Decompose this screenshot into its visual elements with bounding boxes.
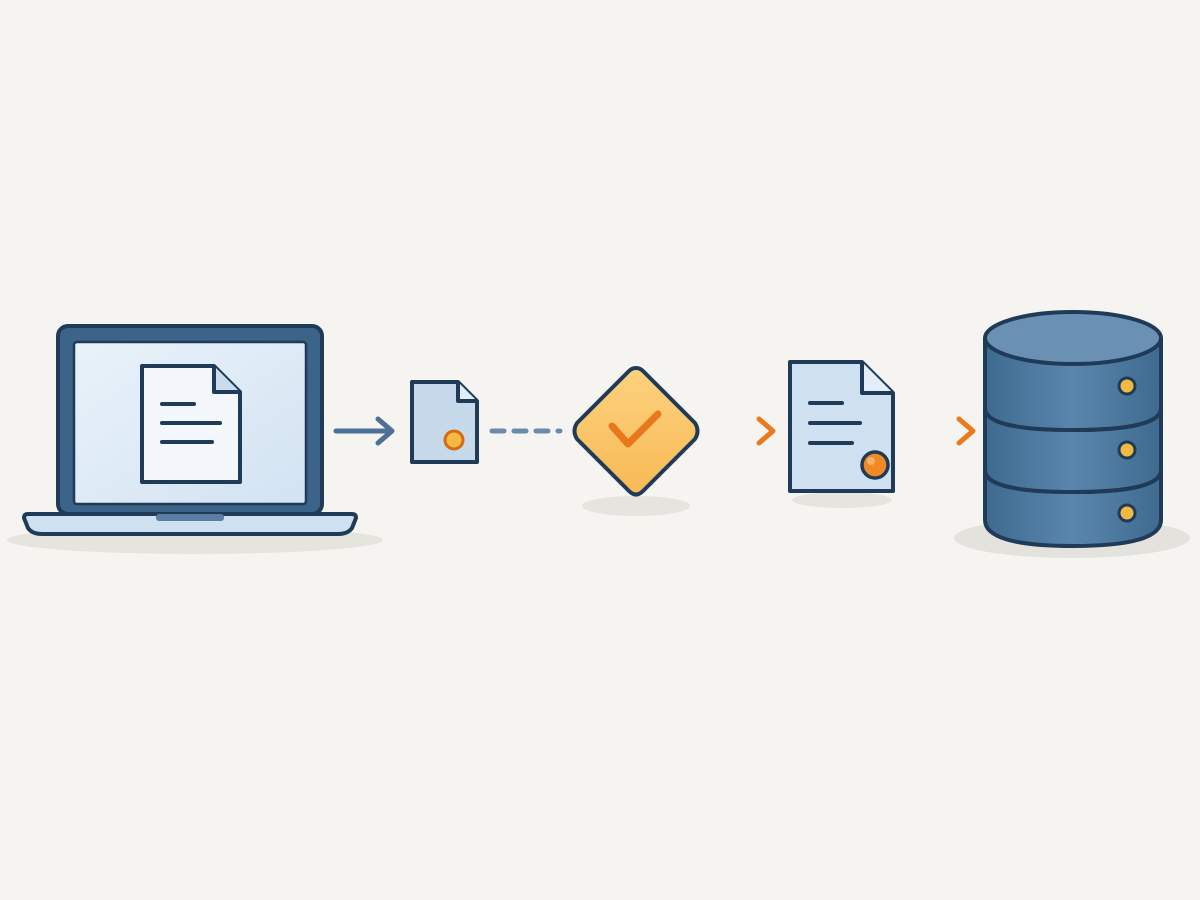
seal-dot	[860, 450, 890, 480]
diamond-shadow	[582, 496, 690, 516]
check-diamond-icon	[572, 366, 700, 516]
laptop-base	[22, 512, 358, 536]
edge-validation-to-document	[709, 416, 776, 446]
laptop-icon	[7, 324, 383, 554]
database-icon	[954, 310, 1190, 558]
document-icon	[140, 364, 242, 484]
file-badge-dot	[443, 429, 465, 451]
file-icon	[410, 380, 479, 464]
edge-laptop-to-file	[333, 416, 395, 446]
document-shadow	[792, 492, 892, 508]
edge-document-to-database	[905, 416, 976, 446]
database-top	[983, 310, 1163, 366]
database-indicator	[1117, 503, 1137, 523]
checkmark-icon	[608, 410, 662, 448]
database-indicator	[1117, 376, 1137, 396]
laptop-notch	[156, 514, 224, 521]
document-seal-icon	[788, 360, 895, 508]
database-indicator	[1117, 440, 1137, 460]
